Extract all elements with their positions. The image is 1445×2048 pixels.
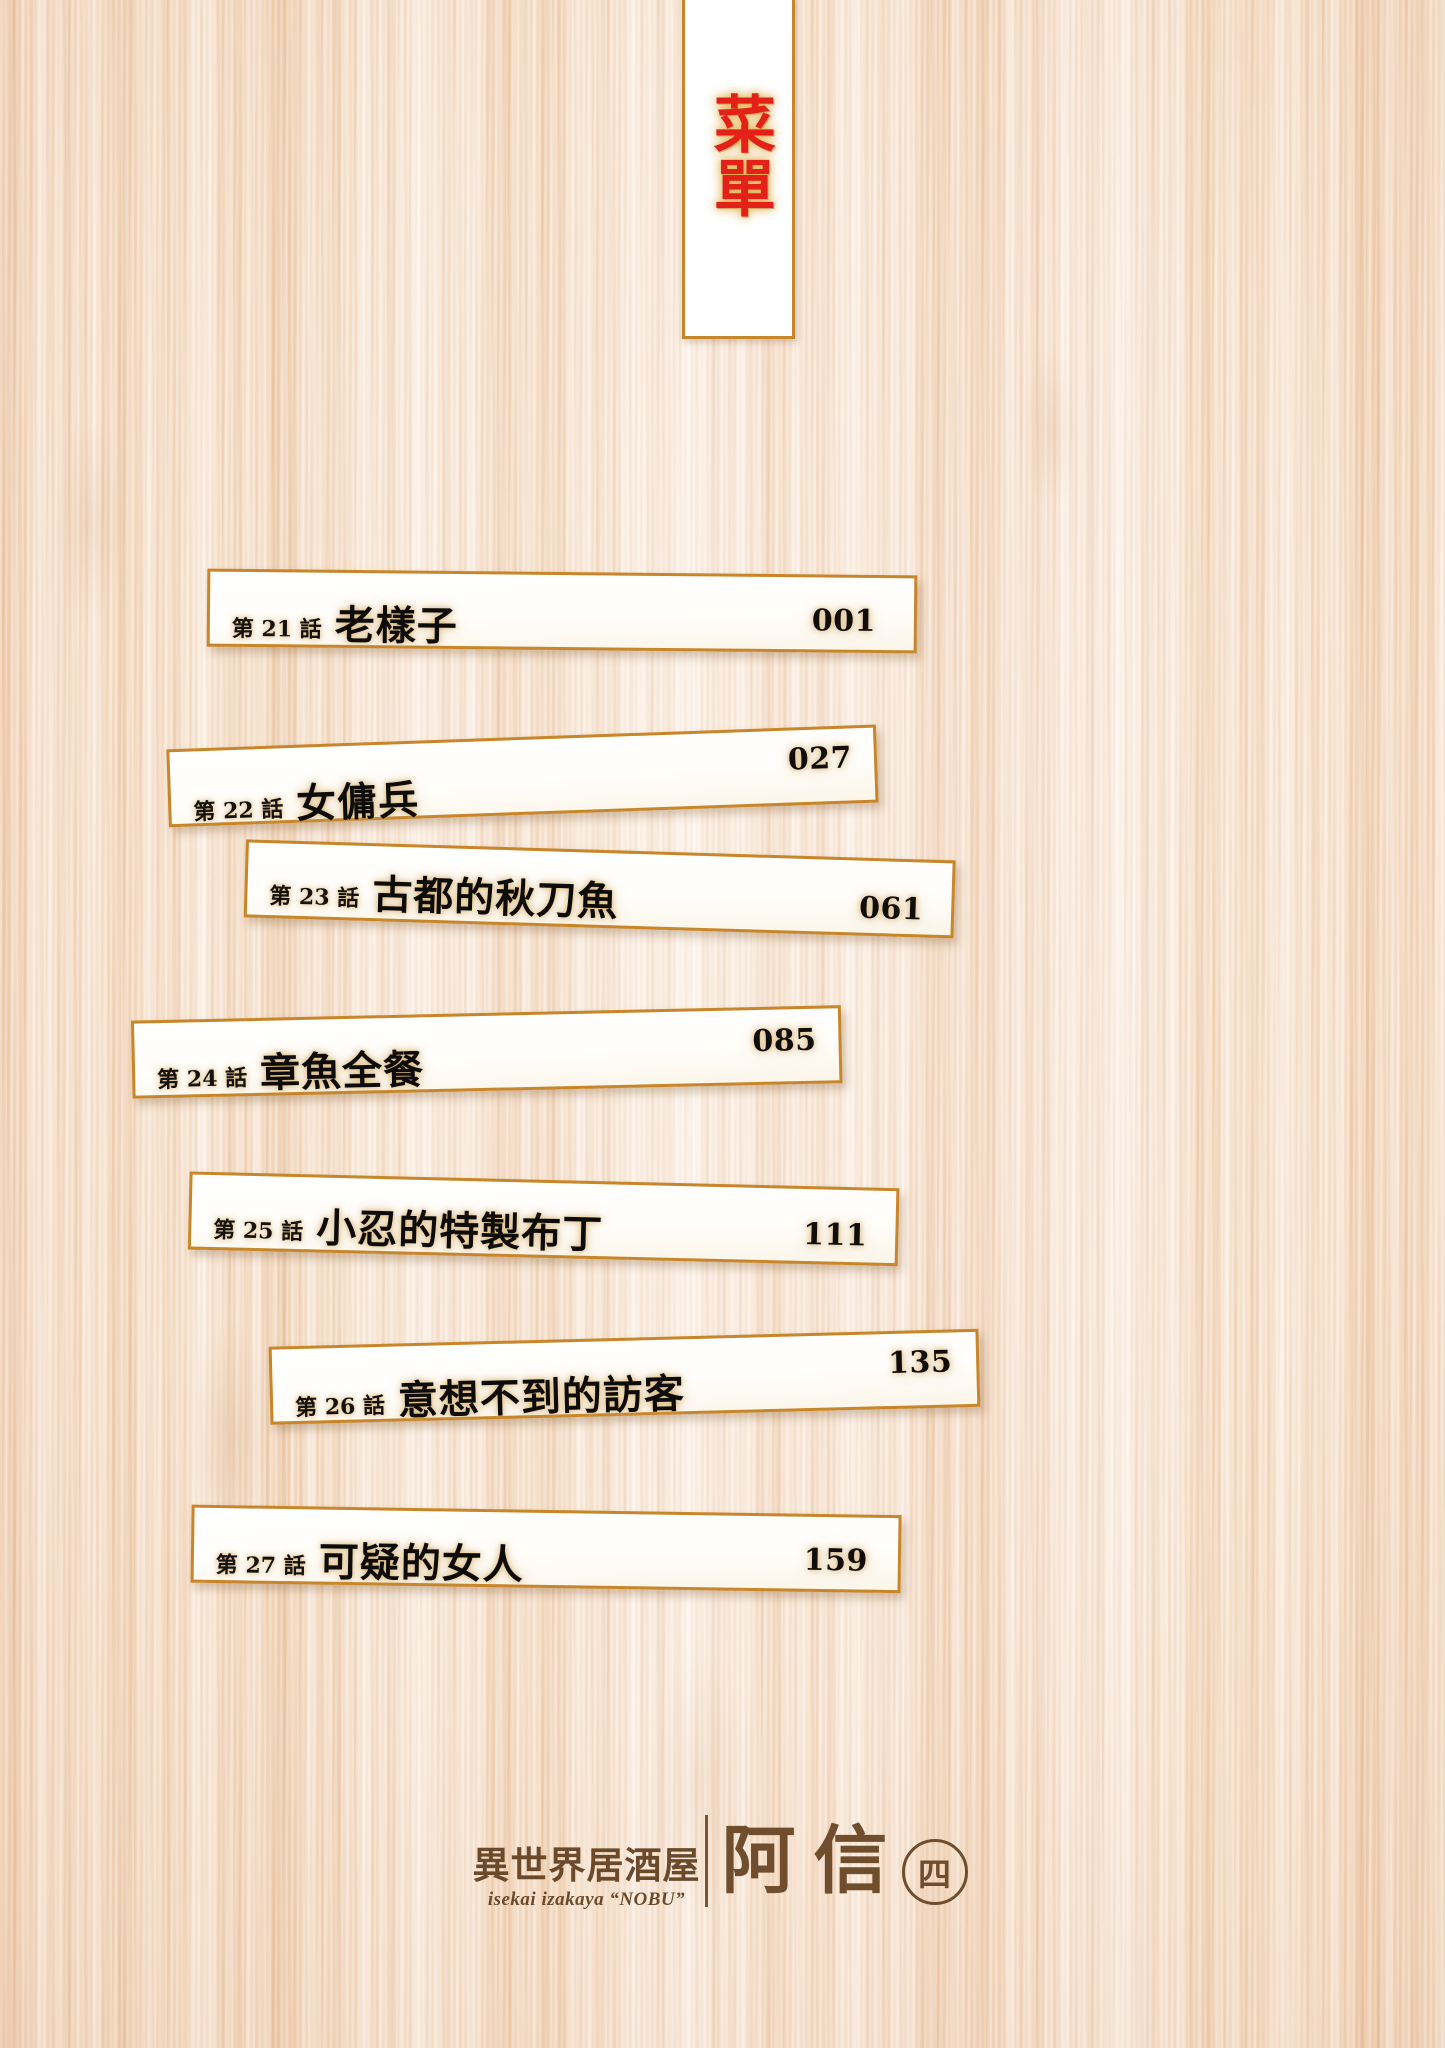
toc-chapter-number-1: 第 21 話 [231, 615, 322, 643]
series-title-japanese: 異世界居酒屋 [472, 1843, 701, 1887]
toc-chapter-group-2: 第 22 話 女傭兵 [192, 768, 420, 834]
toc-page-number-3: 061 [858, 890, 924, 928]
toc-entry-content-1: 第 21 話 老樣子 001 [210, 572, 915, 651]
toc-entry-plate-4[interactable]: 第 24 話 章魚全餐 085 [130, 1005, 843, 1099]
toc-entry-content-5: 第 25 話 小忍的特製布丁 111 [191, 1175, 897, 1264]
toc-chapter-number-5: 第 25 話 [212, 1217, 304, 1246]
toc-chapter-title-6: 意想不到的訪客 [397, 1370, 686, 1425]
series-logo-text-block: 異世界居酒屋 isekai izakaya “NOBU” [473, 1847, 701, 1913]
menu-title-banner: 菜單 [682, 0, 795, 339]
toc-entry-plate-7[interactable]: 第 27 話 可疑的女人 159 [190, 1504, 902, 1594]
toc-chapter-title-5: 小忍的特製布丁 [315, 1204, 604, 1259]
toc-page-number-1: 001 [811, 603, 877, 640]
toc-chapter-number-2: 第 22 話 [193, 796, 284, 826]
toc-page-number-6: 135 [887, 1344, 953, 1382]
toc-chapter-title-3: 古都的秋刀魚 [371, 871, 619, 926]
volume-number-badge: 四 [901, 1839, 968, 1905]
toc-chapter-group-3: 第 23 話 古都的秋刀魚 [269, 859, 620, 927]
toc-page-number-7: 159 [803, 1542, 869, 1579]
page-title: 菜單 [702, 92, 776, 220]
toc-chapter-title-1: 老樣子 [334, 601, 459, 650]
toc-entry-content-7: 第 27 話 可疑的女人 159 [194, 1508, 899, 1590]
toc-entry-plate-1[interactable]: 第 21 話 老樣子 001 [206, 568, 918, 654]
toc-page-number-4: 085 [752, 1022, 817, 1060]
toc-entry-content-6: 第 26 話 意想不到的訪客 135 [272, 1332, 978, 1424]
toc-chapter-title-4: 章魚全餐 [259, 1046, 425, 1097]
series-title-romaji: isekai izakaya “NOBU” [487, 1889, 686, 1910]
toc-chapter-number-6: 第 26 話 [294, 1392, 386, 1422]
series-logo: 異世界居酒屋 isekai izakaya “NOBU” 阿 信 四 [340, 1793, 1100, 1913]
toc-chapter-title-2: 女傭兵 [295, 776, 420, 828]
toc-chapter-group-4: 第 24 話 章魚全餐 [156, 1037, 425, 1101]
toc-chapter-title-7: 可疑的女人 [318, 1538, 525, 1589]
toc-page-number-2: 027 [787, 740, 853, 778]
toc-chapter-number-7: 第 27 話 [215, 1552, 306, 1580]
series-logo-brush-block: 阿 信 [704, 1815, 888, 1907]
toc-page-number-5: 111 [802, 1216, 868, 1254]
toc-chapter-group-5: 第 25 話 小忍的特製布丁 [213, 1193, 604, 1260]
toc-chapter-number-4: 第 24 話 [156, 1065, 248, 1094]
toc-chapter-group-7: 第 27 話 可疑的女人 [215, 1528, 525, 1591]
toc-entry-plate-5[interactable]: 第 25 話 小忍的特製布丁 111 [187, 1171, 900, 1267]
toc-chapter-group-1: 第 21 話 老樣子 [232, 592, 458, 652]
series-brush-character-1: 阿 [721, 1817, 796, 1904]
toc-chapter-number-3: 第 23 話 [268, 883, 360, 912]
series-brush-character-2: 信 [813, 1817, 888, 1904]
toc-entry-content-4: 第 24 話 章魚全餐 085 [134, 1008, 839, 1097]
toc-chapter-group-6: 第 26 話 意想不到的訪客 [294, 1361, 686, 1429]
